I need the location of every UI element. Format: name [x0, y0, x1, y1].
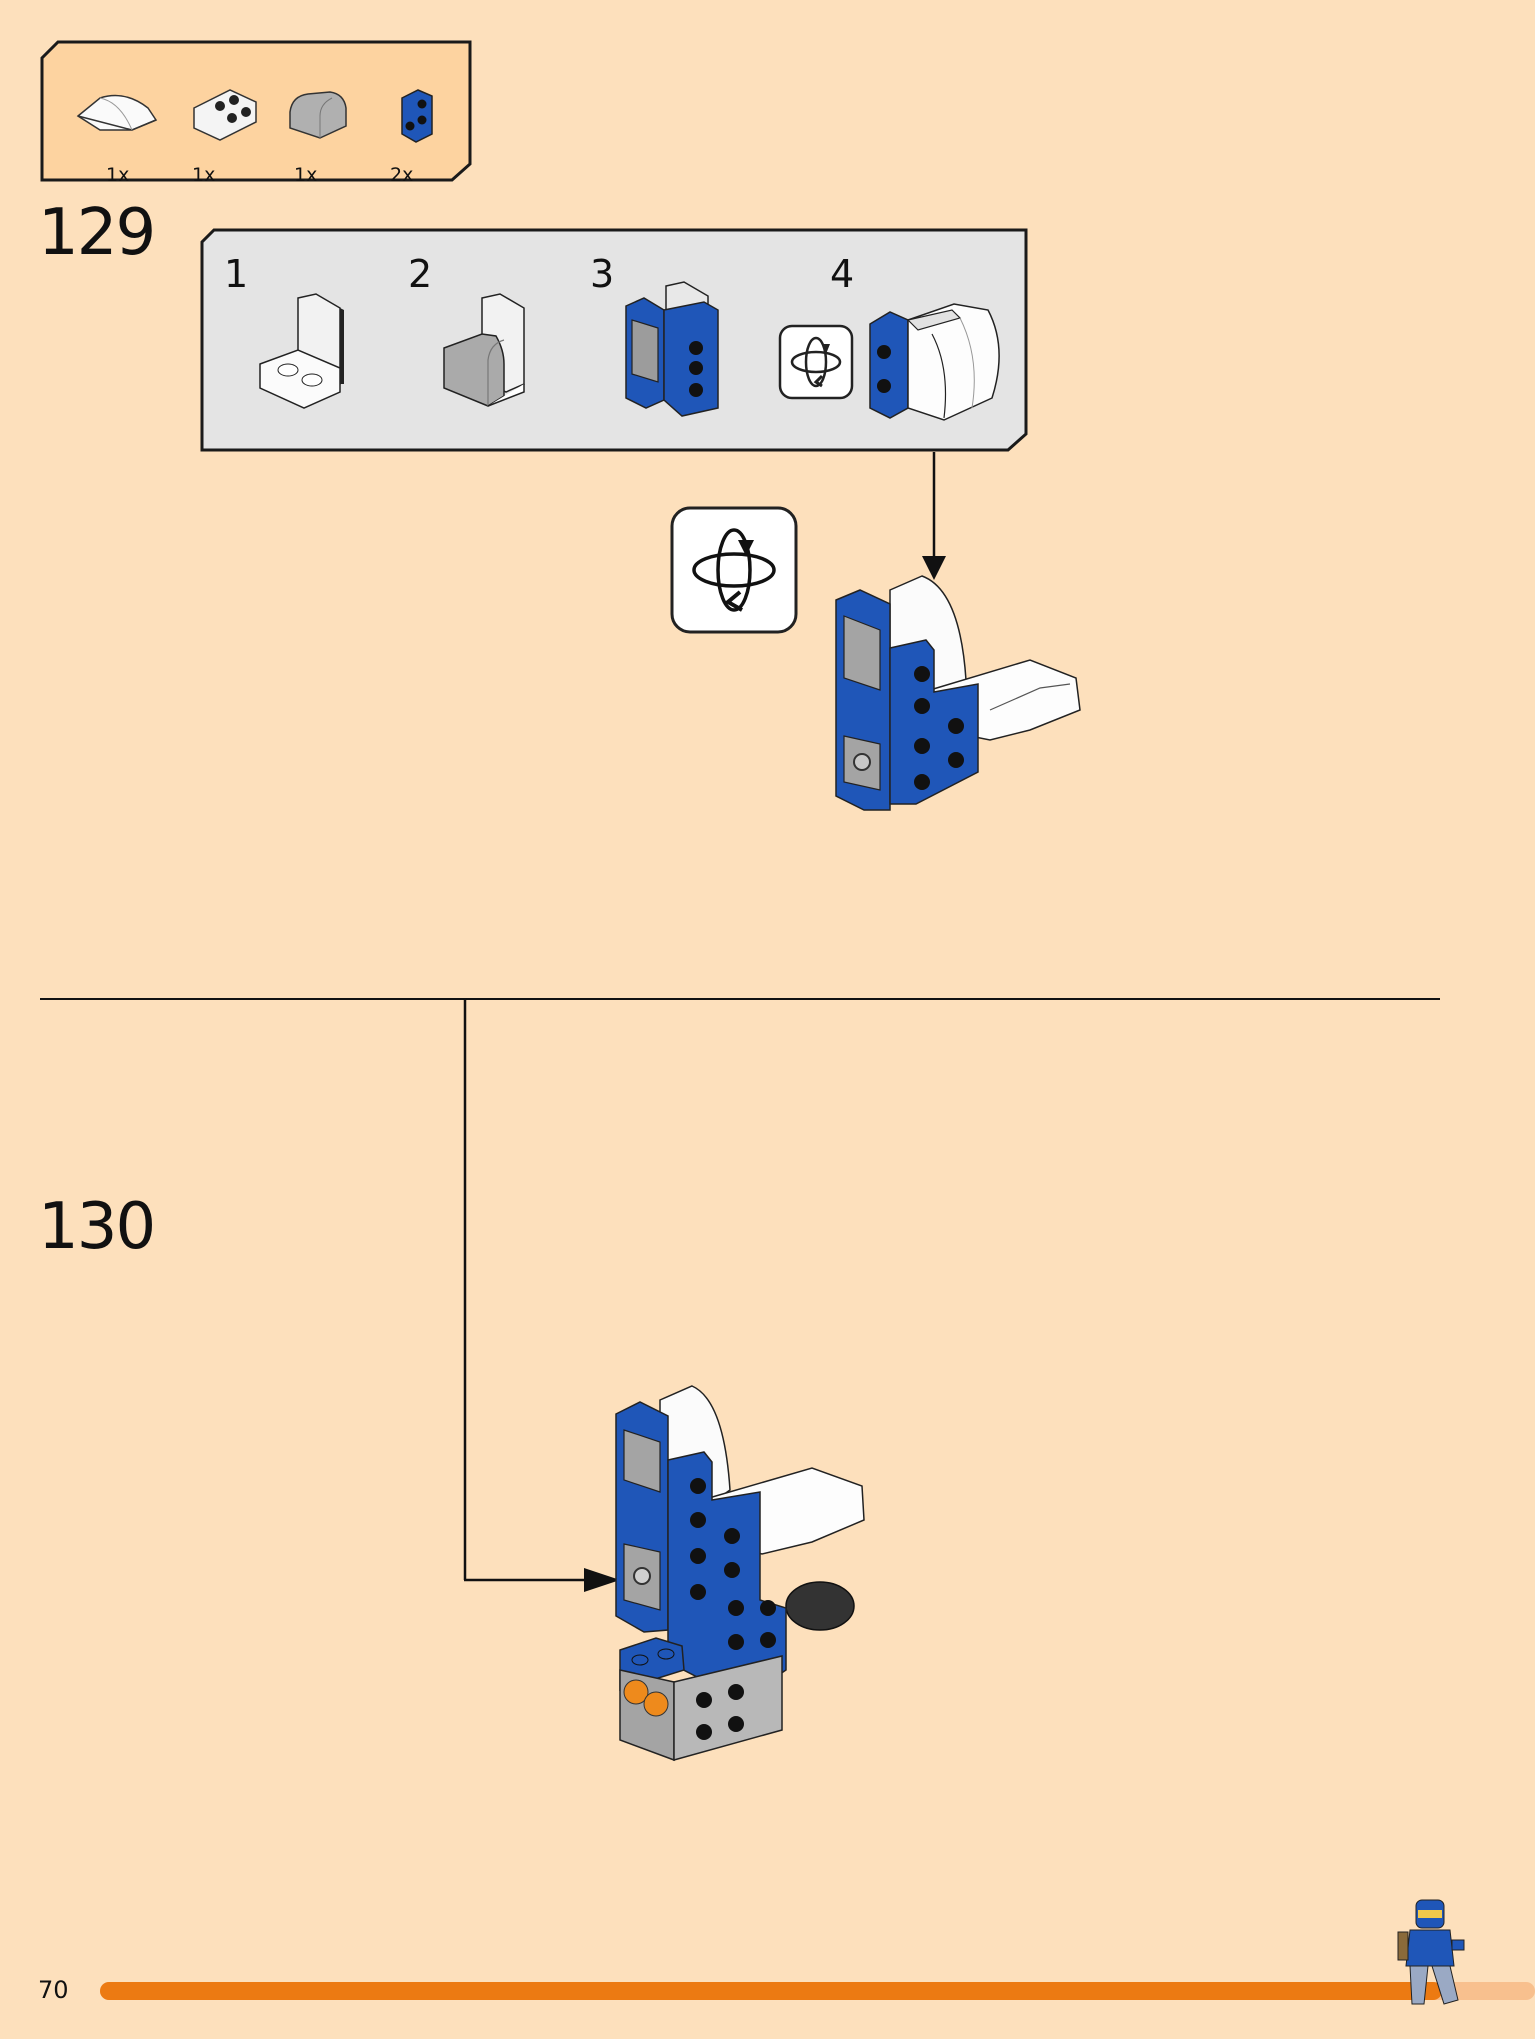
grey-curved-slope-icon [289, 91, 347, 139]
down-arrow-icon [922, 452, 946, 580]
step-divider [40, 998, 1440, 1000]
step-number: 129 [38, 196, 156, 270]
sub-step-number: 1 [224, 252, 249, 296]
callout-connector-arrow-icon [463, 998, 620, 1592]
rotate-icon [670, 506, 798, 634]
sub-step-number: 2 [408, 252, 433, 296]
rotated-assembly-illustration [869, 303, 1000, 421]
minifigure-icon [1397, 1899, 1465, 2005]
step-number: 130 [38, 1190, 156, 1264]
parts-item-grey-curved-slope: 1x [280, 68, 370, 186]
white-bracket-icon [193, 89, 257, 141]
sub-assembly-box: 1 2 3 4 [200, 228, 1030, 452]
rotate-icon [778, 324, 854, 400]
parts-item-qty: 1x [106, 164, 130, 186]
white-bracket-plate-illustration [259, 293, 344, 409]
parts-item-white-curved-slope: 1x [70, 68, 160, 186]
parts-item-white-bracket-plate: 1x [180, 68, 270, 186]
blue-bracket-assembly-illustration [625, 281, 719, 417]
sub-step-number: 4 [830, 252, 855, 296]
step-129-model-illustration [835, 575, 1081, 811]
parts-item-qty: 1x [294, 164, 318, 186]
parts-list-box: 1x 1x 1x 2x [40, 40, 472, 186]
white-curved-slope-icon [76, 94, 158, 131]
grey-slope-on-bracket-illustration [443, 293, 525, 407]
parts-item-qty: 2x [390, 164, 414, 186]
blue-bracket-icon [401, 89, 433, 143]
step-130-model-illustration [615, 1385, 865, 1762]
sub-step-number: 3 [590, 252, 615, 296]
progress-bar-fill [100, 1982, 1442, 2000]
page-number: 70 [38, 1976, 69, 2004]
parts-item-qty: 1x [192, 164, 216, 186]
parts-item-blue-bracket: 2x [380, 68, 470, 186]
